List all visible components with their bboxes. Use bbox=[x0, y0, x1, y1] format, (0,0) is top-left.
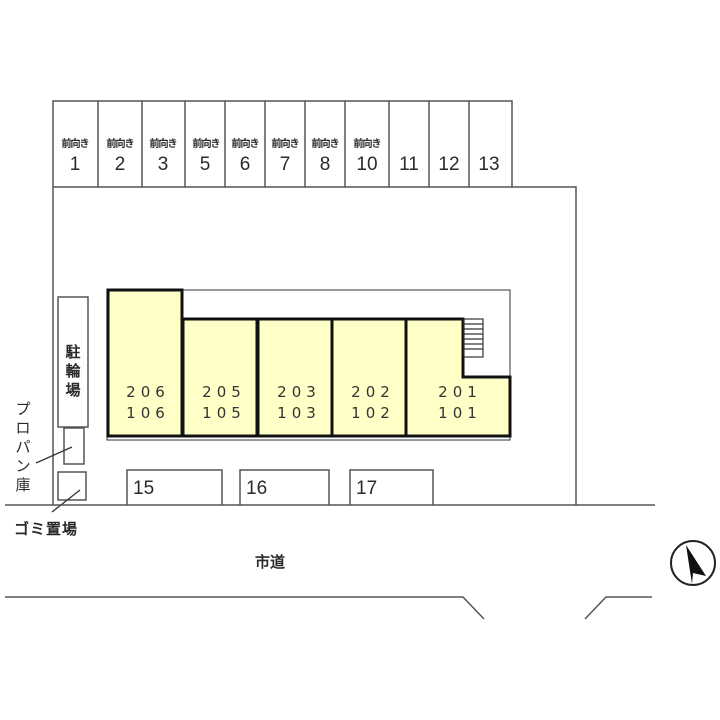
stall-note: 前向き bbox=[192, 139, 221, 150]
unit-201-101: 201 101 bbox=[424, 382, 496, 424]
stall-note: 前向き bbox=[231, 139, 260, 150]
road-edge-bottom-right bbox=[584, 596, 652, 620]
top-parking-stalls bbox=[52, 100, 513, 187]
stall-number: 6 bbox=[239, 154, 251, 175]
stall-note: 前向き bbox=[149, 139, 178, 150]
bottom-parking-stalls bbox=[126, 469, 434, 505]
unit-upper: 201 bbox=[438, 383, 482, 401]
unit-lower: 101 bbox=[438, 404, 482, 422]
bicycle-parking-label: 駐輪場 bbox=[65, 343, 81, 399]
north-arrow-icon bbox=[670, 540, 716, 586]
unit-upper: 206 bbox=[126, 383, 170, 401]
unit-lower: 103 bbox=[277, 404, 321, 422]
parking-stall-13: 13 bbox=[478, 154, 500, 175]
bicycle-parking-box bbox=[57, 296, 89, 428]
city-road-label: 市道 bbox=[255, 553, 286, 571]
propane-storage-label: プロパン庫 bbox=[15, 400, 31, 494]
parking-stall-17: 17 bbox=[356, 478, 378, 499]
garbage-area-label: ゴミ置場 bbox=[14, 520, 79, 538]
unit-lower: 106 bbox=[126, 404, 170, 422]
stall-note: 前向き bbox=[271, 139, 300, 150]
stall-number: 8 bbox=[319, 154, 331, 175]
stall-number: 1 bbox=[69, 154, 81, 175]
unit-203-103: 203 103 bbox=[263, 382, 335, 424]
unit-202-102: 202 102 bbox=[337, 382, 409, 424]
stairs-icon bbox=[463, 318, 484, 358]
stall-number: 7 bbox=[279, 154, 291, 175]
stall-note: 前向き bbox=[311, 139, 340, 150]
unit-upper: 205 bbox=[202, 383, 246, 401]
parking-stall-16: 16 bbox=[246, 478, 268, 499]
parking-stall-11: 11 bbox=[399, 154, 419, 175]
stall-number: 3 bbox=[157, 154, 169, 175]
building-units bbox=[106, 288, 512, 438]
stall-note: 前向き bbox=[106, 139, 135, 150]
propane-storage-box bbox=[63, 427, 85, 465]
stall-note: 前向き bbox=[353, 139, 382, 150]
lot-boundary bbox=[52, 186, 577, 505]
stall-number: 2 bbox=[114, 154, 126, 175]
road-edge-bottom-left bbox=[5, 596, 485, 620]
unit-206-106: 206 106 bbox=[112, 382, 184, 424]
stall-number: 5 bbox=[199, 154, 211, 175]
unit-205-105: 205 105 bbox=[188, 382, 260, 424]
unit-lower: 105 bbox=[202, 404, 246, 422]
stall-number: 10 bbox=[356, 154, 378, 175]
garbage-area-box bbox=[57, 471, 87, 501]
parking-stall-12: 12 bbox=[438, 154, 460, 175]
unit-upper: 203 bbox=[277, 383, 321, 401]
stall-note: 前向き bbox=[61, 139, 90, 150]
unit-lower: 102 bbox=[351, 404, 395, 422]
unit-upper: 202 bbox=[351, 383, 395, 401]
parking-stall-15: 15 bbox=[133, 478, 155, 499]
